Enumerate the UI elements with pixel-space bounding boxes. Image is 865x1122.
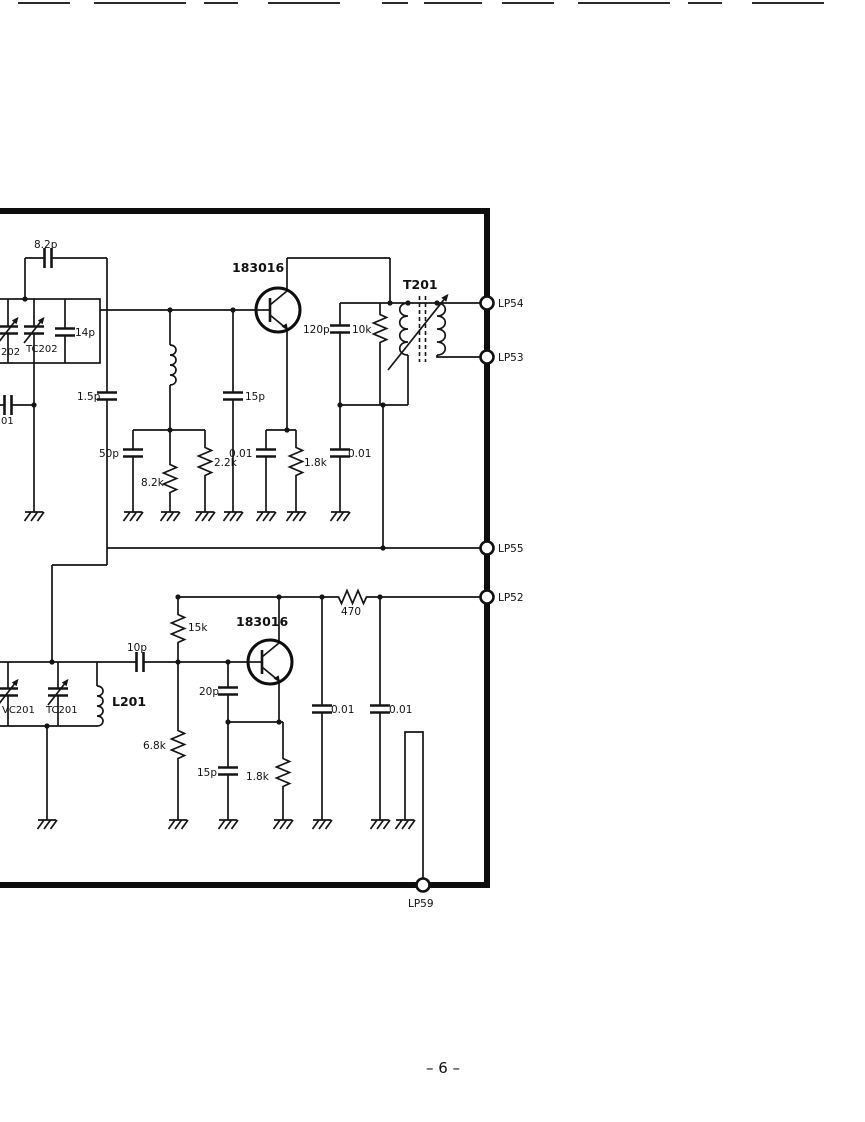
terminal-lp55 bbox=[479, 540, 495, 556]
terminal-lp55-label: LP55 bbox=[498, 543, 524, 555]
capacitor-001-emitter-icon bbox=[253, 447, 279, 459]
page-number: – 6 – bbox=[426, 1059, 460, 1077]
resistor-1p8k-low-icon bbox=[275, 755, 291, 791]
variable-capacitor-vc201-icon bbox=[0, 679, 19, 705]
ground-icon bbox=[329, 511, 351, 522]
ground-icon bbox=[217, 819, 239, 830]
ground-icon bbox=[394, 819, 416, 830]
label-202-cut: 202 bbox=[1, 347, 20, 358]
ground-icon bbox=[272, 819, 294, 830]
cap-20p-label: 20p bbox=[199, 686, 219, 698]
junction-dots-top bbox=[22, 296, 440, 665]
res-8p2k-label: 8.2k bbox=[141, 477, 165, 489]
bottom-wires bbox=[0, 596, 487, 885]
res-6p8k-label: 6.8k bbox=[143, 740, 167, 752]
res-15k-label: 15k bbox=[188, 622, 208, 634]
terminal-lp54-label: LP54 bbox=[498, 298, 524, 310]
terminal-lp59-label: LP59 bbox=[408, 898, 434, 910]
transformer-t201-label: T201 bbox=[403, 277, 438, 292]
ground-icon bbox=[36, 819, 58, 830]
ground-icon bbox=[222, 511, 244, 522]
tank-box bbox=[0, 298, 101, 364]
ground-icon bbox=[194, 511, 216, 522]
npn-transistor-bottom-icon bbox=[246, 638, 294, 686]
terminal-lp53-label: LP53 bbox=[498, 352, 524, 364]
capacitor-001-b-icon bbox=[367, 703, 393, 715]
cap-1p5-label: 1.5p bbox=[77, 391, 101, 403]
transistor-top-label: 183016 bbox=[232, 260, 284, 275]
junction-dots-bottom bbox=[44, 594, 383, 729]
resistor-6p8k-icon bbox=[170, 727, 186, 763]
cap-120p-label: 120p bbox=[303, 324, 330, 336]
transistor-bottom-label: 183016 bbox=[236, 614, 288, 629]
resistor-1p8k-icon bbox=[288, 444, 304, 480]
resistor-2p2k-icon bbox=[197, 444, 213, 480]
top-wires bbox=[0, 257, 487, 662]
capacitor-001-a-icon bbox=[309, 703, 335, 715]
ground-icon bbox=[159, 511, 181, 522]
bottom-circuit: 470 183016 15k 10p VC201 TC201 L201 20p … bbox=[0, 589, 487, 885]
res-1p8k-low-label: 1.8k bbox=[246, 771, 270, 783]
resistor-8p2k-icon bbox=[162, 461, 178, 497]
capacitor-15p-icon bbox=[220, 390, 246, 402]
ground-icon bbox=[23, 511, 45, 522]
cap-001-decouple-label: 0.01 bbox=[348, 448, 371, 460]
npn-transistor-top-icon bbox=[254, 286, 302, 334]
cap-10p-label: 10p bbox=[127, 642, 147, 654]
cap-50p-label: 50p bbox=[99, 448, 119, 460]
terminal-lp52 bbox=[479, 589, 495, 605]
top-circuit: 8.2p 14p 202 TC202 01 1.5p 183016 T201 1… bbox=[0, 239, 487, 665]
resistor-15k-icon bbox=[170, 611, 186, 647]
res-470-label: 470 bbox=[341, 606, 361, 618]
cap-15p-label: 15p bbox=[245, 391, 265, 403]
ground-icon bbox=[167, 819, 189, 830]
cap-15p-low-label: 15p bbox=[197, 767, 217, 779]
cap-14p-label: 14p bbox=[75, 327, 95, 339]
terminal-lp53 bbox=[479, 349, 495, 365]
ground-icon bbox=[311, 819, 333, 830]
trimmer-vc201-label: VC201 bbox=[2, 705, 35, 716]
capacitor-10p-icon bbox=[134, 649, 146, 675]
resistor-470-icon bbox=[335, 589, 371, 605]
res-10k-label: 10k bbox=[352, 324, 372, 336]
transformer-t201-icon bbox=[387, 293, 449, 371]
capacitor-120p-icon bbox=[327, 323, 353, 335]
res-1p8k-top-label: 1.8k bbox=[304, 457, 328, 469]
inductor-l201-label: L201 bbox=[112, 694, 146, 709]
ground-icon bbox=[369, 819, 391, 830]
trimmer-tc201-label: TC201 bbox=[45, 705, 78, 716]
capacitor-14p-icon bbox=[52, 326, 78, 338]
ground-icon bbox=[122, 511, 144, 522]
capacitor-15p-low-icon bbox=[215, 765, 241, 777]
res-2p2k-label: 2.2k bbox=[214, 457, 238, 469]
cap-001-b-label: 0.01 bbox=[389, 704, 412, 716]
inductor-top-icon bbox=[169, 344, 177, 386]
resistor-10k-icon bbox=[372, 311, 388, 347]
cap-001-emitter-label: 0.01 bbox=[229, 448, 252, 460]
terminal-lp52-label: LP52 bbox=[498, 592, 524, 604]
ground-icon bbox=[285, 511, 307, 522]
terminal-lp59 bbox=[415, 877, 431, 893]
capacitor-01-icon bbox=[2, 392, 14, 418]
capacitor-50p-icon bbox=[120, 447, 146, 459]
terminal-lp54 bbox=[479, 295, 495, 311]
variable-capacitor-202-icon bbox=[0, 317, 19, 343]
trimmer-tc202-label: TC202 bbox=[25, 344, 58, 355]
ground-icon bbox=[255, 511, 277, 522]
capacitor-20p-icon bbox=[215, 685, 241, 697]
label-01-cut: 01 bbox=[1, 416, 14, 427]
terminals: LP54 LP53 LP55 LP52 LP59 bbox=[408, 295, 524, 910]
cap-001-a-label: 0.01 bbox=[331, 704, 354, 716]
cap-8p2-label: 8.2p bbox=[34, 239, 58, 251]
inductor-l201-icon bbox=[96, 685, 104, 727]
